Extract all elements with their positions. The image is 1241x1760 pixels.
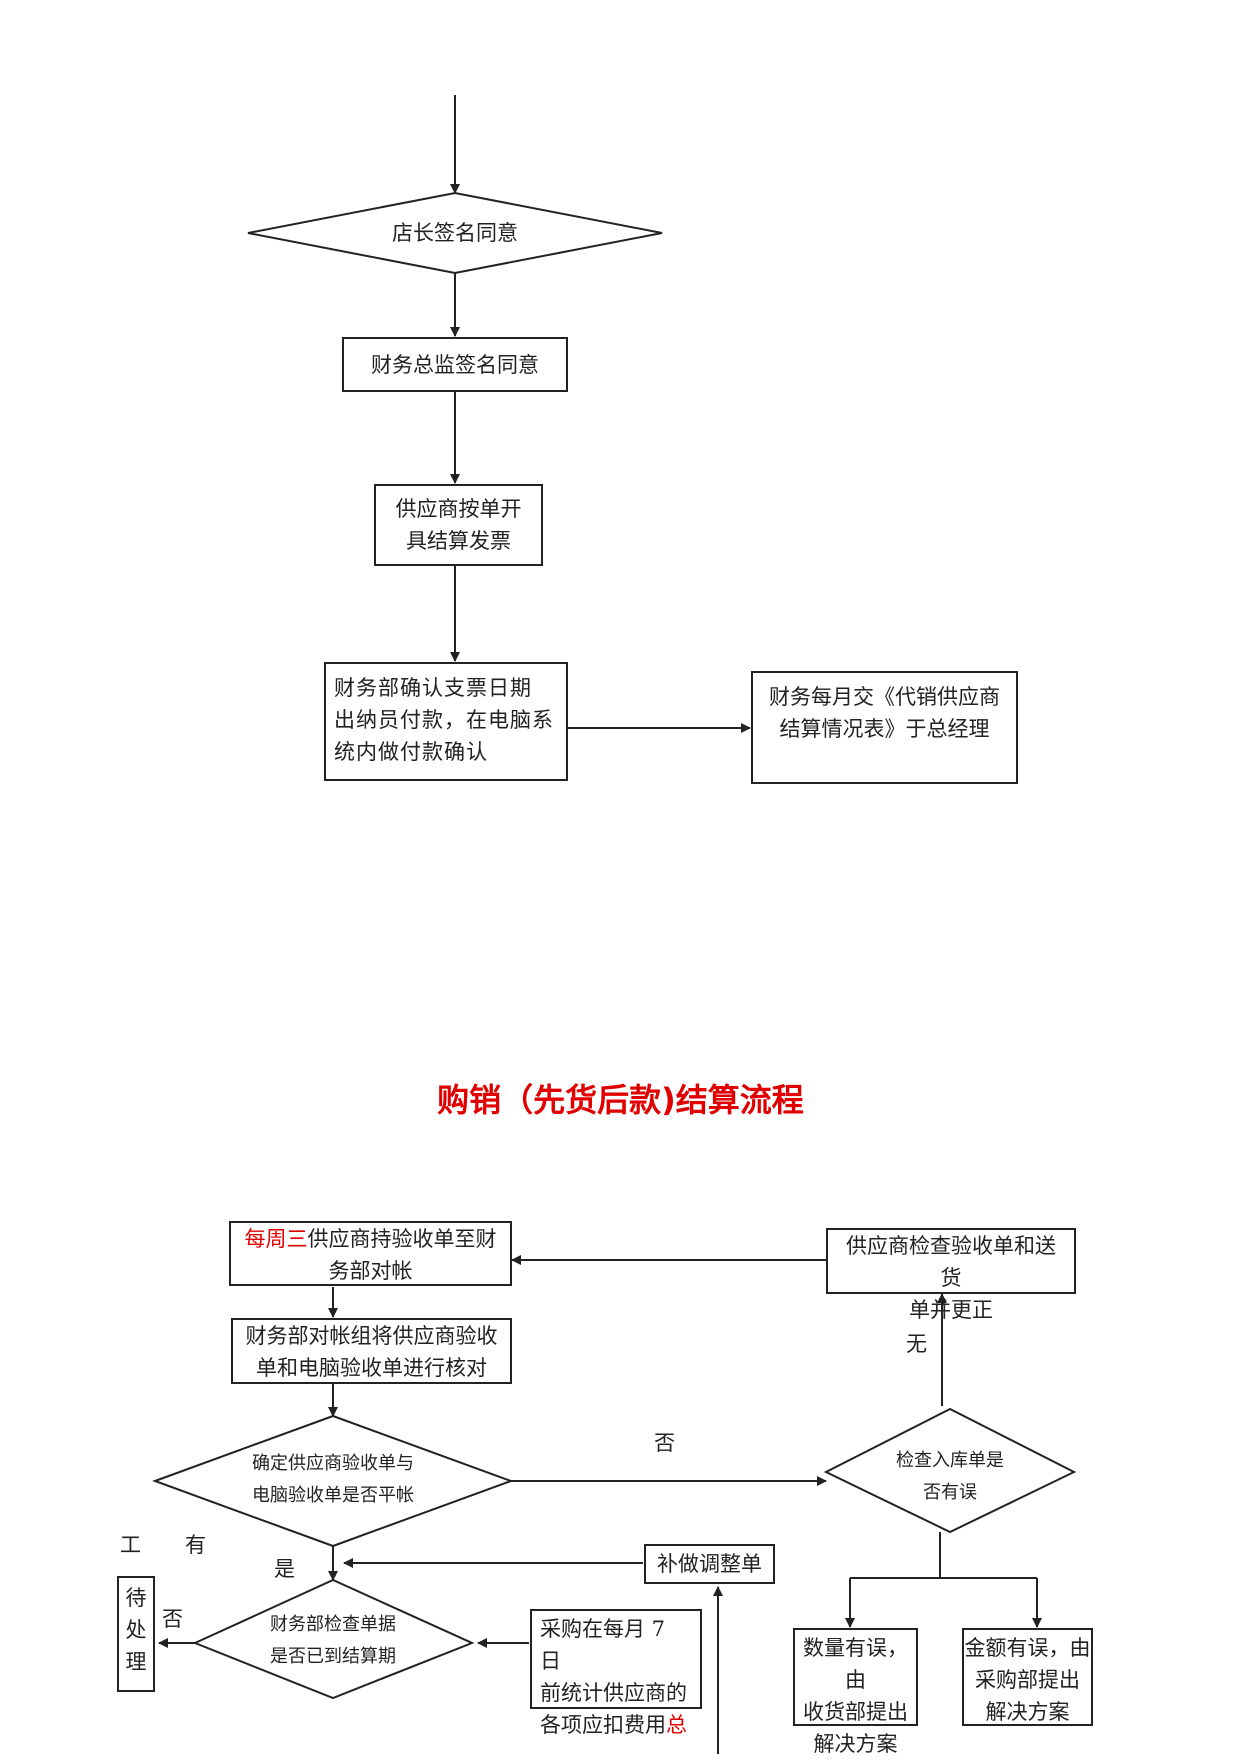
amount-error-line1: 金额有误，由 <box>964 1636 1091 1660</box>
reconcile-line2: 单和电脑验收单进行核对 <box>256 1356 487 1380</box>
period-decision-line1: 财务部检查单据 <box>270 1614 396 1635</box>
period-decision-label: 财务部检查单据 是否已到结算期 <box>243 1609 423 1673</box>
label-you: 有 <box>185 1533 206 1557</box>
finance-confirm-line3: 统内做付款确认 <box>334 740 488 764</box>
supplier-check-box: 供应商检查验收单和送货 单并更正 <box>826 1228 1076 1322</box>
amount-error-line3: 解决方案 <box>985 1700 1070 1724</box>
warehouse-decision-line1: 检查入库单是 <box>896 1450 1004 1471</box>
decision-store-manager-label: 店长签名同意 <box>392 221 518 245</box>
monthly-report-line2: 结算情况表》于总经理 <box>779 717 990 741</box>
pending-box: 待 处 理 <box>117 1576 155 1692</box>
pending-char3: 理 <box>125 1650 147 1674</box>
wednesday-box: 每周三供应商持验收单至财 务部对帐 <box>229 1221 512 1286</box>
amount-error-line2: 采购部提出 <box>975 1668 1080 1692</box>
amount-error-box: 金额有误，由 采购部提出 解决方案 <box>962 1628 1093 1726</box>
supplier-invoice-line1: 供应商按单开 <box>395 497 522 521</box>
qty-error-line3: 解决方案 <box>813 1732 898 1756</box>
decision-period-shape <box>192 1578 475 1700</box>
purchase-stats-line2: 前统计供应商的 <box>540 1681 687 1705</box>
decision-store-manager-shape <box>247 191 663 275</box>
label-yes: 是 <box>274 1557 295 1581</box>
reconcile-line1: 财务部对帐组将供应商验收 <box>245 1324 498 1348</box>
purchase-stats-box: 采购在每月 7 日 前统计供应商的 各项应扣费用总 <box>530 1609 702 1737</box>
reconcile-box: 财务部对帐组将供应商验收 单和电脑验收单进行核对 <box>231 1318 512 1384</box>
finance-confirm-box: 财务部确认支票日期 出纳员付款，在电脑系 统内做付款确认 <box>324 662 568 781</box>
wednesday-red-text: 每周三 <box>244 1227 308 1251</box>
balance-decision-label: 确定供应商验收单与 电脑验收单是否平帐 <box>233 1448 433 1512</box>
warehouse-decision-line2: 否有误 <box>923 1482 977 1503</box>
supplier-check-line1: 供应商检查验收单和送货 <box>846 1234 1056 1290</box>
adjustment-box: 补做调整单 <box>644 1544 775 1584</box>
label-gong: 工 <box>120 1533 141 1557</box>
pending-char2: 处 <box>125 1618 147 1642</box>
finance-confirm-line1: 财务部确认支票日期 <box>334 676 532 700</box>
section-title: 购销（先货后款)结算流程 <box>437 1081 804 1119</box>
pending-char1: 待 <box>125 1586 147 1610</box>
label-no: 否 <box>654 1431 675 1455</box>
purchase-stats-line3: 各项应扣费用 <box>540 1713 666 1737</box>
qty-error-box: 数量有误，由 收货部提出 解决方案 <box>793 1628 918 1756</box>
finance-director-label: 财务总监签名同意 <box>371 352 539 377</box>
purchase-stats-red-text: 总 <box>666 1713 687 1737</box>
label-no-error: 无 <box>906 1332 927 1356</box>
label-no2: 否 <box>162 1607 183 1631</box>
finance-director-box: 财务总监签名同意 <box>342 337 568 392</box>
period-decision-line2: 是否已到结算期 <box>270 1646 396 1667</box>
purchase-stats-line1: 采购在每月 7 日 <box>540 1617 666 1673</box>
balance-decision-line1: 确定供应商验收单与 <box>252 1453 414 1474</box>
wednesday-line2: 务部对帐 <box>328 1259 413 1283</box>
supplier-check-line2: 单并更正 <box>909 1298 993 1322</box>
supplier-invoice-box: 供应商按单开 具结算发票 <box>374 484 543 566</box>
decision-warehouse-shape <box>823 1407 1077 1534</box>
monthly-report-box: 财务每月交《代销供应商 结算情况表》于总经理 <box>751 671 1018 784</box>
finance-confirm-line2: 出纳员付款，在电脑系 <box>334 708 554 732</box>
qty-error-line1: 数量有误，由 <box>803 1636 908 1692</box>
wednesday-text: 供应商持验收单至财 <box>307 1227 497 1251</box>
warehouse-decision-label: 检查入库单是 否有误 <box>880 1445 1020 1509</box>
qty-error-line2: 收货部提出 <box>803 1700 908 1724</box>
monthly-report-line1: 财务每月交《代销供应商 <box>769 685 1000 709</box>
balance-decision-line2: 电脑验收单是否平帐 <box>252 1485 414 1506</box>
adjustment-label: 补做调整单 <box>657 1552 762 1576</box>
supplier-invoice-line2: 具结算发票 <box>406 529 511 553</box>
